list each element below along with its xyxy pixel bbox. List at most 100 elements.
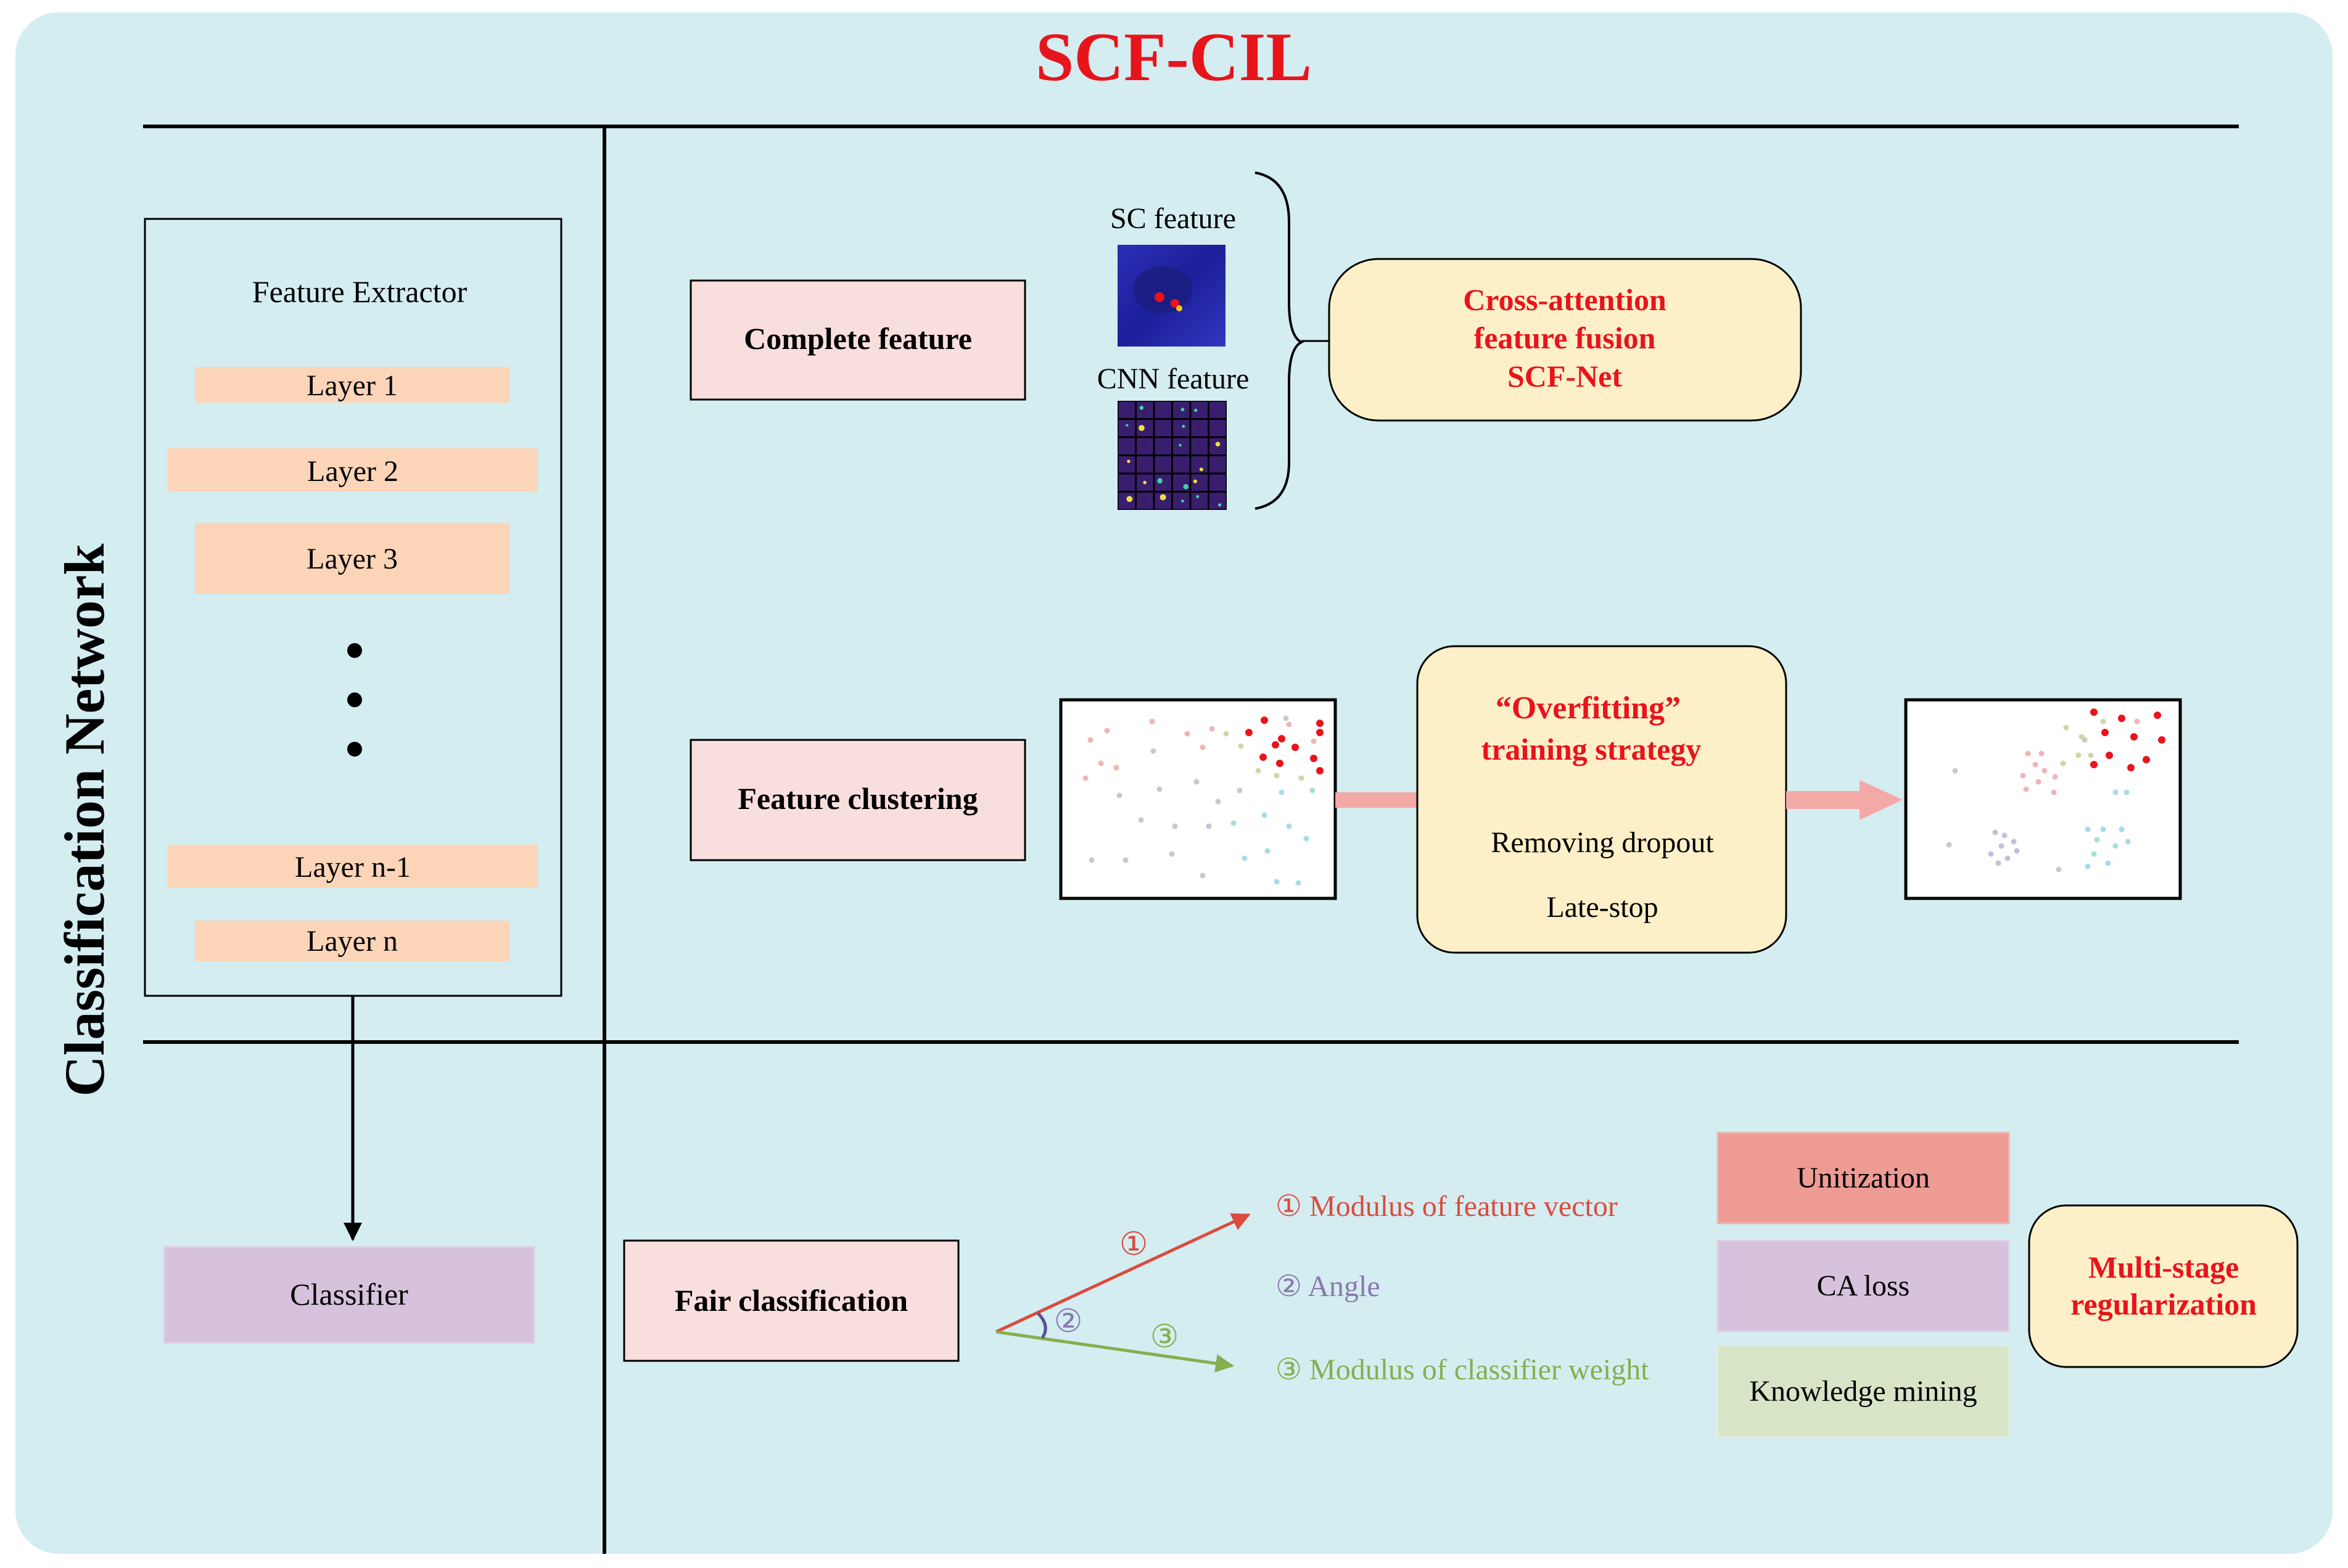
cnn-feature-label: CNN feature (1097, 363, 1250, 395)
cnn-feature-tile (1118, 401, 1135, 418)
multi-stage-line-1: Multi-stage (2088, 1250, 2239, 1284)
strategy-line-2: training strategy (1481, 732, 1702, 766)
knowledge-mining-label: Knowledge mining (1749, 1375, 1977, 1408)
scatter-before-point (1316, 729, 1324, 736)
scatter-before-point (1193, 779, 1200, 785)
scatter-before-point (1082, 775, 1089, 781)
scatter-before-point (1298, 775, 1304, 781)
sc-feature-label: SC feature (1110, 202, 1236, 235)
scatter-before-point (1089, 857, 1095, 863)
scatter-after-point (2090, 761, 2098, 768)
scatter-after-point (2038, 750, 2045, 757)
scatter-after-box (1904, 698, 2182, 900)
scatter-before-point (1223, 731, 1229, 737)
scatter-before-point (1200, 872, 1206, 879)
scatter-before-point (1238, 743, 1244, 749)
cnn-feature-activation (1157, 478, 1163, 484)
scatter-after-point (2112, 843, 2119, 849)
scatter-after-point (2063, 724, 2069, 731)
scatter-before-point (1215, 798, 1221, 805)
cnn-feature-activation (1182, 424, 1185, 429)
cnn-feature-activation (1196, 495, 1200, 498)
scatter-after-point (2088, 752, 2094, 758)
scatter-after-point (2011, 839, 2017, 845)
scatter-before-point (1279, 789, 1285, 795)
scatter-after-point (2100, 826, 2106, 832)
scatter-before-point (1242, 855, 1248, 861)
cnn-feature-tile (1209, 456, 1226, 473)
strategy-line-1: “Overfitting” (1496, 691, 1681, 726)
cnn-feature-activation (1217, 503, 1222, 507)
scatter-after-point (2143, 756, 2150, 763)
feature-clustering-box (690, 739, 1026, 861)
classifier-weight-arrow (995, 1330, 1234, 1373)
layer-n-label: Layer n (307, 925, 398, 958)
mark-2: ② (1054, 1304, 1083, 1339)
feature-brace (1254, 171, 1304, 510)
scatter-after-point (2134, 718, 2140, 724)
scatter-after-point (2056, 866, 2062, 872)
cnn-feature-tile (1209, 420, 1226, 437)
scatter-after-point (2035, 779, 2041, 785)
scatter-before-point (1311, 738, 1317, 744)
scatter-before-point (1274, 879, 1280, 885)
scatter-after-point (2014, 848, 2020, 854)
scatter-before-point (1286, 823, 1292, 829)
scatter-before-point (1310, 755, 1317, 762)
cnn-feature-grid (1118, 401, 1227, 510)
angle-arc (1037, 1312, 1047, 1339)
cnn-feature-tile (1137, 401, 1153, 418)
cnn-feature-tile (1191, 493, 1208, 509)
layer-2-label: Layer 2 (307, 455, 398, 488)
cnn-feature-activation (1180, 408, 1185, 411)
scatter-before-point (1104, 728, 1110, 734)
scatter-before-point (1138, 817, 1144, 823)
scatter-after-point (2075, 752, 2082, 758)
scatter-after-point (2105, 860, 2111, 866)
fusion-line-1: Cross-attention (1463, 282, 1666, 317)
strategy-item-1: Removing dropout (1491, 826, 1714, 859)
cnn-feature-tile (1155, 438, 1171, 454)
cnn-feature-tile (1191, 401, 1208, 418)
scatter-before-point (1286, 721, 1292, 728)
cnn-feature-tile (1137, 493, 1153, 509)
ellipsis-dot-1 (347, 643, 362, 658)
scatter-after-point (2094, 837, 2100, 843)
scatter-after-point (2100, 718, 2106, 724)
scatter-before-box (1059, 698, 1337, 900)
unitization-box (1716, 1131, 2010, 1225)
cnn-feature-tile (1155, 474, 1171, 491)
scatter-after-point (2119, 826, 2125, 832)
ca-loss-label: CA loss (1817, 1270, 1910, 1302)
scatter-before-point (1149, 718, 1155, 724)
cnn-feature-activation (1183, 484, 1189, 490)
scatter-after-point (2123, 789, 2130, 795)
cnn-feature-tile (1173, 456, 1190, 473)
fusion-line-2: feature fusion (1474, 321, 1656, 355)
complete-feature-box (690, 279, 1026, 401)
side-label: Classification Network (53, 543, 116, 1097)
cnn-feature-tile (1118, 474, 1135, 491)
scatter-before-point (1116, 792, 1123, 798)
scatter-after-point (2130, 733, 2138, 741)
scatter-after-point (2106, 752, 2113, 759)
scatter-before-point (1245, 729, 1253, 736)
cnn-feature-tile (1155, 456, 1171, 473)
scatter-after-point (1995, 860, 2001, 866)
cnn-feature-activation (1126, 424, 1129, 427)
sc-feature-hotspot-2 (1171, 299, 1179, 308)
layer-3-box (195, 523, 509, 594)
scatter-before-point (1278, 735, 1285, 742)
scatter-after-point (1946, 842, 1952, 848)
layer-n-1-box (168, 845, 538, 888)
feature-vector-arrow (995, 1213, 1251, 1334)
scatter-before-point (1291, 744, 1299, 751)
scatter-after-point (2090, 708, 2098, 716)
scatter-after-point (2023, 786, 2029, 792)
cnn-feature-tile (1118, 493, 1135, 509)
cnn-feature-tile (1137, 456, 1153, 473)
cnn-feature-activation (1139, 406, 1144, 410)
legend-angle: ② Angle (1275, 1270, 1380, 1303)
scatter-after-point (2078, 734, 2085, 740)
legend-feature-vector: ① Modulus of feature vector (1275, 1190, 1618, 1223)
